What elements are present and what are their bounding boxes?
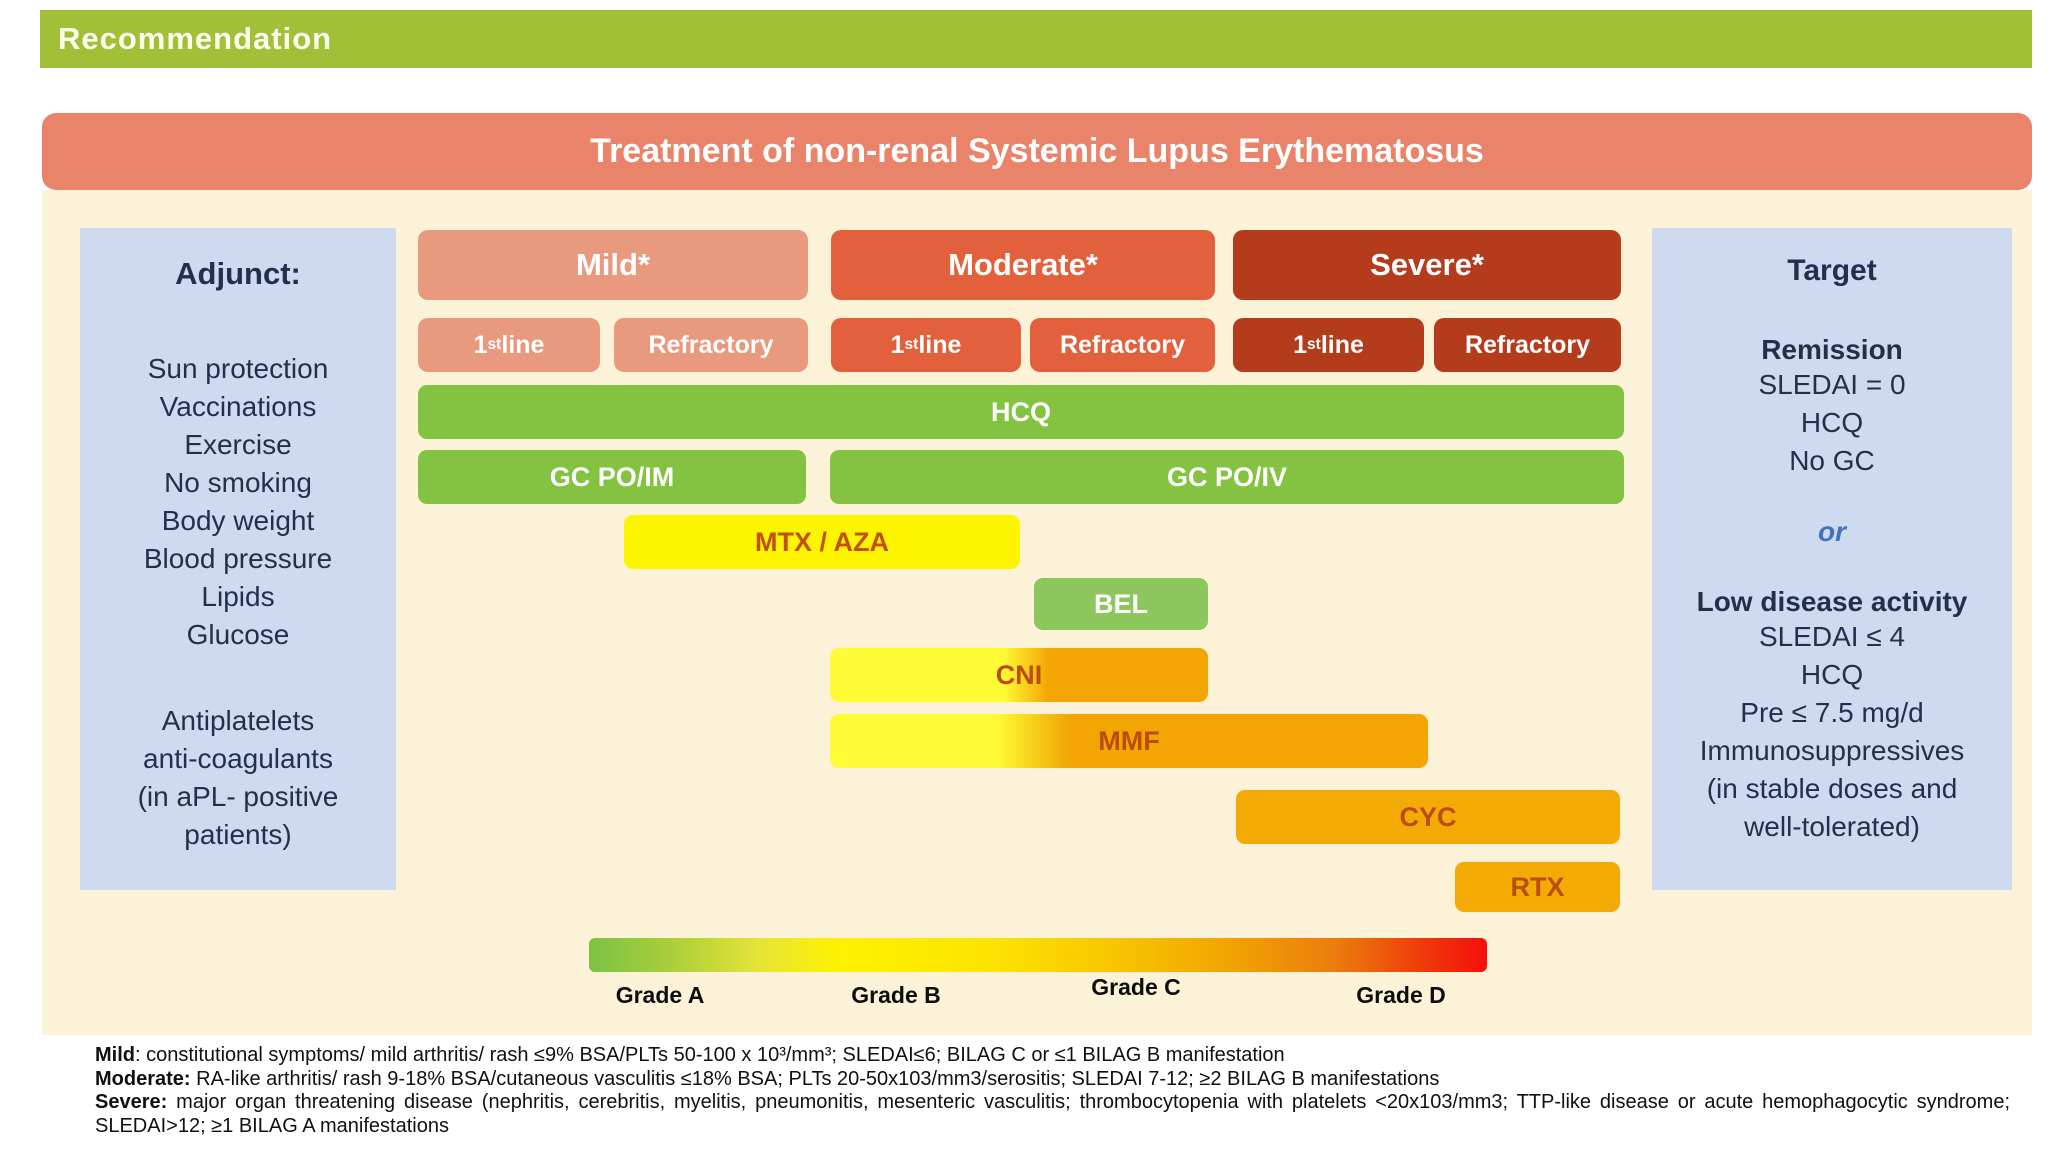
drug-bar-label: MTX / AZA <box>755 526 889 557</box>
first-line-word: line <box>501 330 545 359</box>
grade-d-label: Grade D <box>1356 982 1446 1008</box>
page-title-text: Treatment of non-renal Systemic Lupus Er… <box>590 132 1484 170</box>
refractory-label: Refractory <box>1059 330 1186 359</box>
adjunct-list-general: Sun protection Vaccinations Exercise No … <box>80 350 396 654</box>
drug-bar-label: CNI <box>995 659 1043 690</box>
adjunct-item: Exercise <box>184 429 292 460</box>
drug-bar-rtx: RTX <box>1455 862 1620 912</box>
adjunct-list-apl: Antiplatelets anti-coagulants (in aPL- p… <box>80 702 396 854</box>
drug-bar-bel: BEL <box>1034 578 1208 630</box>
drug-bar-label: RTX <box>1510 871 1565 902</box>
diagram-stage: Adjunct: Sun protection Vaccinations Exe… <box>42 190 2032 1035</box>
target-panel: Target Remission SLEDAI = 0 HCQ No GC or… <box>1652 228 2012 890</box>
remission-line: No GC <box>1789 445 1875 476</box>
first-line-word: line <box>918 330 962 359</box>
column-header-severe-label: Severe* <box>1370 247 1484 282</box>
column-header-mild-label: Mild* <box>575 247 651 282</box>
remission-line: SLEDAI = 0 <box>1758 369 1906 400</box>
adjunct-item: Antiplatelets <box>161 705 315 736</box>
adjunct-item: patients) <box>184 819 292 850</box>
lda-line: (in stable doses and <box>1706 773 1958 804</box>
low-disease-activity-heading: Low disease activity <box>1696 586 1968 617</box>
remission-criteria: SLEDAI = 0 HCQ No GC <box>1652 366 2012 480</box>
footnote-moderate-label: Moderate: <box>95 1067 191 1090</box>
footnote-mild-label: Mild <box>95 1044 135 1066</box>
mild-refractory-cell: Refractory <box>614 318 808 372</box>
severity-definitions: Mild: constitutional symptoms/ mild arth… <box>95 1044 2010 1138</box>
grade-gradient-scale <box>589 938 1487 972</box>
recommendation-banner: Recommendation <box>40 10 2032 68</box>
adjunct-item: Blood pressure <box>143 543 333 574</box>
drug-bar-label: HCQ <box>991 396 1051 427</box>
drug-bar-label: CYC <box>1399 801 1457 832</box>
adjunct-item: Sun protection <box>147 353 329 384</box>
footnote-mild-text: constitutional symptoms/ mild arthritis/… <box>146 1044 1285 1066</box>
recommendation-banner-label: Recommendation <box>58 21 333 56</box>
footnote-mild: Mild: constitutional symptoms/ mild arth… <box>95 1044 2010 1068</box>
drug-bar-label: GC PO/IV <box>1166 461 1288 492</box>
adjunct-heading: Adjunct: <box>175 256 301 291</box>
refractory-label: Refractory <box>1464 330 1591 359</box>
drug-bar-hcq: HCQ <box>418 385 1624 439</box>
drug-bar-cni: CNI <box>830 648 1208 702</box>
drug-bar-label: GC PO/IM <box>549 461 675 492</box>
first-line-number: 1 <box>473 330 488 359</box>
grade-b-label: Grade B <box>851 982 941 1008</box>
adjunct-item: Glucose <box>186 619 290 650</box>
lda-line: well-tolerated) <box>1744 811 1920 842</box>
drug-bar-mtx-aza: MTX / AZA <box>624 515 1020 569</box>
footnote-moderate: Moderate: RA-like arthritis/ rash 9-18% … <box>95 1068 2010 1092</box>
low-disease-activity-criteria: SLEDAI ≤ 4 HCQ Pre ≤ 7.5 mg/d Immunosupp… <box>1652 618 2012 846</box>
refractory-label: Refractory <box>648 330 774 359</box>
first-line-number: 1 <box>890 330 905 359</box>
remission-line: HCQ <box>1800 407 1864 438</box>
drug-bar-label: BEL <box>1094 588 1148 619</box>
footnote-separator: : <box>135 1044 147 1066</box>
lda-line: Pre ≤ 7.5 mg/d <box>1740 697 1924 728</box>
grade-c-label: Grade C <box>1091 974 1181 1000</box>
adjunct-item: Vaccinations <box>159 391 317 422</box>
footnote-severe-text: major organ threatening disease (nephrit… <box>95 1091 2011 1137</box>
column-header-moderate-label: Moderate* <box>948 247 1098 282</box>
column-header-severe: Severe* <box>1233 230 1621 300</box>
moderate-refractory-cell: Refractory <box>1030 318 1215 372</box>
adjunct-item: (in aPL- positive <box>137 781 339 812</box>
or-separator: or <box>1818 516 1846 547</box>
footnote-moderate-text: RA-like arthritis/ rash 9-18% BSA/cutane… <box>196 1067 1440 1090</box>
column-header-moderate: Moderate* <box>831 230 1215 300</box>
column-header-mild: Mild* <box>418 230 808 300</box>
drug-bar-gc-po-iv: GC PO/IV <box>830 450 1624 504</box>
adjunct-item: No smoking <box>164 467 312 498</box>
page-title: Treatment of non-renal Systemic Lupus Er… <box>42 113 2032 190</box>
drug-bar-label: MMF <box>1098 725 1160 756</box>
footnote-severe: Severe: major organ threatening disease … <box>95 1091 2010 1138</box>
grade-a-label: Grade A <box>615 982 705 1008</box>
severe-refractory-cell: Refractory <box>1434 318 1621 372</box>
remission-heading: Remission <box>1761 334 1903 365</box>
adjunct-panel: Adjunct: Sun protection Vaccinations Exe… <box>80 228 396 890</box>
drug-bar-gc-po-im: GC PO/IM <box>418 450 806 504</box>
target-heading: Target <box>1787 254 1877 287</box>
drug-bar-mmf: MMF <box>830 714 1428 768</box>
footnote-separator <box>167 1091 176 1113</box>
drug-bar-cyc: CYC <box>1236 790 1620 844</box>
lda-line: HCQ <box>1800 659 1864 690</box>
lda-line: Immunosuppressives <box>1699 735 1965 766</box>
first-line-number: 1 <box>1293 330 1308 359</box>
first-line-word: line <box>1320 330 1364 359</box>
lda-line: SLEDAI ≤ 4 <box>1758 621 1906 652</box>
adjunct-item: Body weight <box>161 505 315 536</box>
adjunct-item: Lipids <box>201 581 275 612</box>
footnote-severe-label: Severe: <box>95 1091 168 1113</box>
adjunct-item: anti-coagulants <box>143 743 333 774</box>
